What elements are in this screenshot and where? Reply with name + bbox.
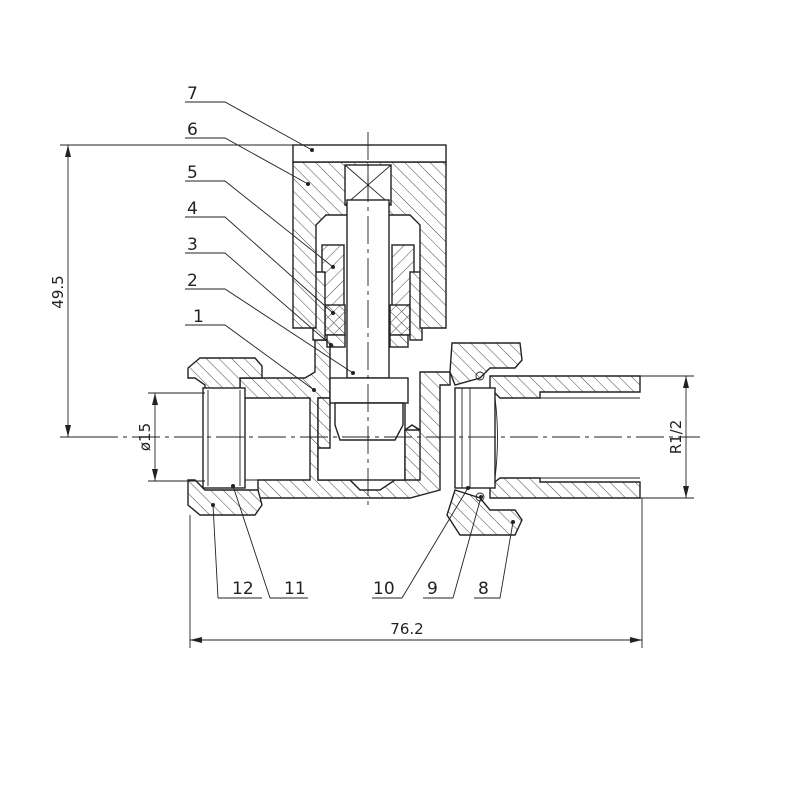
right-union [446,342,641,536]
dimension-pipe-diameter: ø15 [136,392,205,482]
label-part-7: 7 [187,84,198,104]
label-part-11: 11 [284,579,306,599]
pipe-diameter-value: ø15 [136,423,154,451]
handle [292,144,447,329]
thread-value: R1/2 [667,420,685,455]
left-compression-nut [187,357,310,516]
dimension-height: 49.5 [49,144,293,438]
height-value: 49.5 [49,275,67,308]
leader-lines [185,101,515,599]
label-part-12: 12 [232,579,254,599]
label-part-1: 1 [193,307,204,327]
label-part-4: 4 [187,199,198,219]
dimension-length: 76.2 [189,498,643,648]
dimension-thread: R1/2 [640,375,694,499]
label-part-3: 3 [187,235,198,255]
length-value: 76.2 [390,620,423,638]
label-part-8: 8 [478,579,489,599]
label-part-2: 2 [187,271,198,291]
label-part-9: 9 [427,579,438,599]
label-part-6: 6 [187,120,198,140]
label-part-5: 5 [187,163,198,183]
label-part-10: 10 [373,579,395,599]
